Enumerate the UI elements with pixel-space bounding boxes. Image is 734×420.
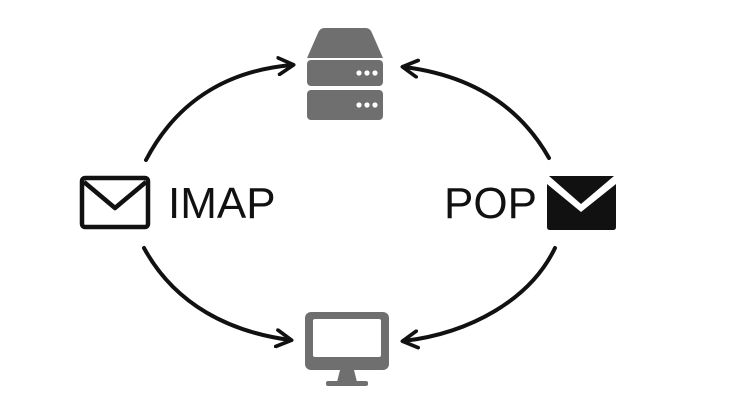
imap-to-monitor-arrow bbox=[142, 246, 290, 340]
imap-label: IMAP bbox=[168, 179, 276, 228]
pop-label: POP bbox=[444, 179, 537, 228]
pop-to-monitor-arrow bbox=[404, 246, 557, 341]
envelope-filled-icon bbox=[547, 176, 616, 230]
pop-to-server-arrow bbox=[404, 67, 551, 160]
envelope-outline-icon bbox=[79, 175, 151, 230]
server-icon bbox=[307, 28, 383, 120]
imap-to-server-arrow bbox=[144, 65, 292, 162]
monitor-icon bbox=[305, 312, 389, 386]
